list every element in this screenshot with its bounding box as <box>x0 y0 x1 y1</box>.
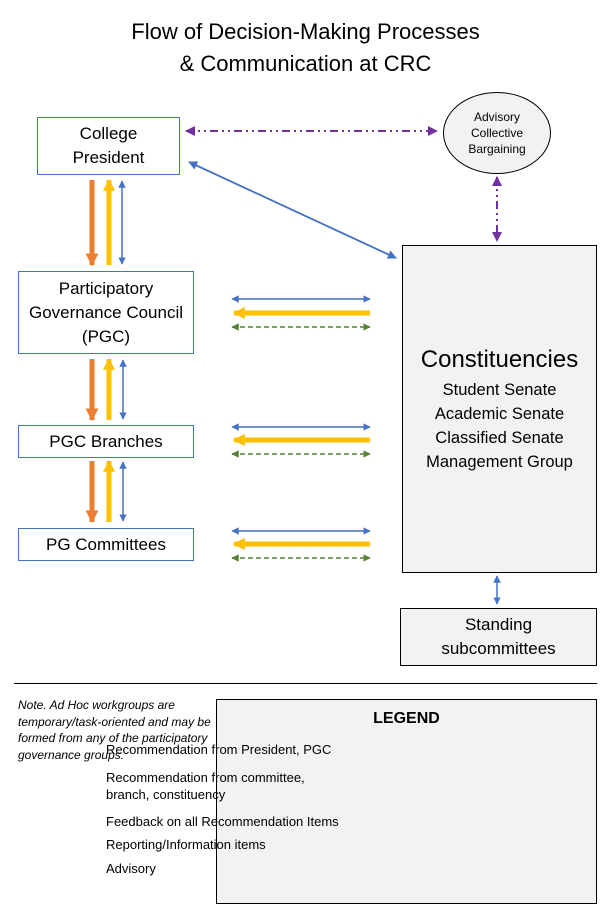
legend-label-blue: Reporting/Information items <box>106 837 266 852</box>
constituency-classified-senate: Classified Senate <box>435 429 564 447</box>
diagram-title-line1: Flow of Decision-Making Processes <box>131 19 480 44</box>
standing-label-2: subcommittees <box>441 639 556 658</box>
pgc-label-1: Participatory <box>58 278 154 298</box>
constituencies-title: Constituencies <box>420 346 579 373</box>
advisory-collective-bargaining-node: Advisory Collective Bargaining <box>443 92 551 174</box>
pgc-label-2: Governance Council <box>28 302 184 322</box>
pgc-label-3: (PGC) <box>81 326 131 346</box>
legend-box: LEGEND <box>216 699 597 904</box>
constituency-academic-senate: Academic Senate <box>434 405 565 423</box>
pgc-node: Participatory Governance Council (PGC) <box>18 271 194 354</box>
legend-title: LEGEND <box>373 710 440 727</box>
college-president-node: College President <box>37 117 180 175</box>
advisory-label-3: Bargaining <box>468 142 526 156</box>
constituencies-node: Constituencies Student Senate Academic S… <box>402 245 597 573</box>
college-president-label-2: President <box>72 148 145 167</box>
ad-hoc-note: Note. Ad Hoc workgroups are temporary/ta… <box>18 698 211 762</box>
standing-label-1: Standing <box>464 615 533 634</box>
reporting-arrow-president-constituencies <box>188 161 397 259</box>
standing-subcommittees-node: Standing subcommittees <box>400 608 597 666</box>
advisory-label-2: Collective <box>470 126 524 140</box>
legend-label-orange: Recommendation from President, PGC <box>106 742 332 757</box>
legend-label-purple: Advisory <box>106 861 156 876</box>
pgc-branches-node: PGC Branches <box>18 425 194 458</box>
college-president-label-1: College <box>79 124 138 143</box>
pgc-branches-label: PGC Branches <box>49 431 163 451</box>
diagram-title-line2: & Communication at CRC <box>179 51 432 76</box>
pg-committees-node: PG Committees <box>18 528 194 561</box>
section-divider <box>14 683 597 684</box>
legend-label-yellow: Recommendation from committee, branch, c… <box>106 770 305 802</box>
constituency-student-senate: Student Senate <box>442 381 557 399</box>
pg-committees-label: PG Committees <box>46 534 166 554</box>
legend-label-green: Feedback on all Recommendation Items <box>106 814 339 829</box>
advisory-label-1: Advisory <box>473 110 520 124</box>
constituency-management-group: Management Group <box>426 453 573 471</box>
